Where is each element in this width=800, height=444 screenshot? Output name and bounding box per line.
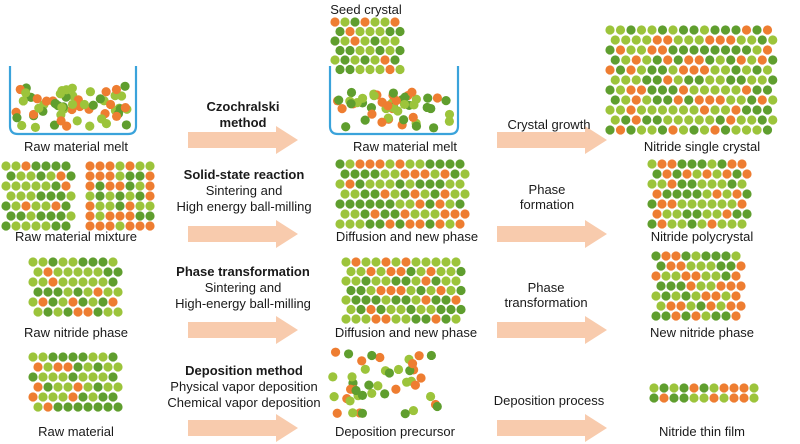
row4-method-sub-1: Physical vapor deposition [170, 379, 318, 394]
row2-process-arrow [497, 220, 607, 248]
raw-nitride-lattice [28, 257, 123, 317]
row2-mid-label: Diffusion and new phase [335, 229, 479, 244]
mixture-grid-right [85, 161, 155, 231]
row2-start-label: Raw material mixture [14, 229, 138, 244]
row3-process-arrow [497, 316, 607, 344]
beaker-left [8, 66, 138, 136]
row4-method-title: Deposition method [185, 363, 303, 378]
row1-method-arrow [188, 126, 298, 154]
row2-process-label: Phase formation [520, 182, 574, 212]
row4-method-arrow [188, 414, 298, 442]
row3-end-label: New nitride phase [649, 325, 755, 340]
thin-film-layer [649, 383, 759, 403]
row1-method: Czochralski method [188, 99, 298, 131]
seed-crystal-lattice [330, 17, 405, 75]
row2-process-line-2: formation [519, 197, 575, 212]
row3-method: Phase transformation Sintering and High-… [175, 264, 311, 312]
row2-method-title: Solid-state reaction [183, 167, 305, 182]
beaker-right [328, 66, 460, 136]
row4-method-sub-2: Chemical vapor deposition [167, 395, 321, 410]
row3-process-label: Phase transformation [504, 280, 587, 310]
row4-method: Deposition method Physical vapor deposit… [167, 363, 320, 411]
row3-method-arrow [188, 316, 298, 344]
row3-method-title: Phase transformation [176, 264, 310, 279]
row3-process-line-1: Phase [527, 280, 565, 295]
row1-mid-label: Raw material melt [352, 139, 458, 154]
row4-process-label: Deposition process [493, 393, 605, 408]
row3-start-label: Raw nitride phase [23, 325, 129, 340]
row1-end-label: Nitride single crystal [643, 139, 761, 154]
row4-end-label: Nitride thin film [659, 424, 745, 439]
row2-process-line-1: Phase [528, 182, 566, 197]
raw-material-lattice [28, 352, 123, 412]
row4-mid-label: Deposition precursor [335, 424, 455, 439]
seed-crystal-label: Seed crystal [330, 2, 402, 17]
row2-method-arrow [188, 220, 298, 248]
polycrystal-lattice [647, 159, 752, 229]
row3-method-sub-1: Sintering and [204, 280, 282, 295]
row1-process-arrow [497, 126, 607, 154]
diffusion-lattice-3 [341, 257, 466, 324]
row3-mid-label: Diffusion and new phase [334, 325, 478, 340]
row3-method-sub-2: High-energy ball-milling [175, 296, 311, 311]
row3-process-line-2: transformation [504, 295, 588, 310]
row1-process-label: Crystal growth [507, 117, 591, 132]
diffusion-lattice-2 [335, 159, 470, 229]
new-nitride-lattice [651, 251, 746, 321]
row2-method-sub-1: Sintering and [205, 183, 283, 198]
row2-method: Solid-state reaction Sintering and High … [176, 167, 311, 215]
single-crystal-lattice [605, 25, 778, 135]
row1-start-label: Raw material melt [23, 139, 129, 154]
precursor-particles [328, 347, 442, 419]
row4-process-arrow [497, 414, 607, 442]
row2-end-label: Nitride polycrystal [650, 229, 754, 244]
row2-method-sub-2: High energy ball-milling [176, 199, 312, 214]
mixture-grid-left [1, 161, 76, 231]
row1-method-title: Czochralski method [206, 99, 280, 130]
row4-start-label: Raw material [38, 424, 114, 439]
melt-particles-left [11, 81, 132, 132]
melt-particles-right [332, 87, 455, 133]
